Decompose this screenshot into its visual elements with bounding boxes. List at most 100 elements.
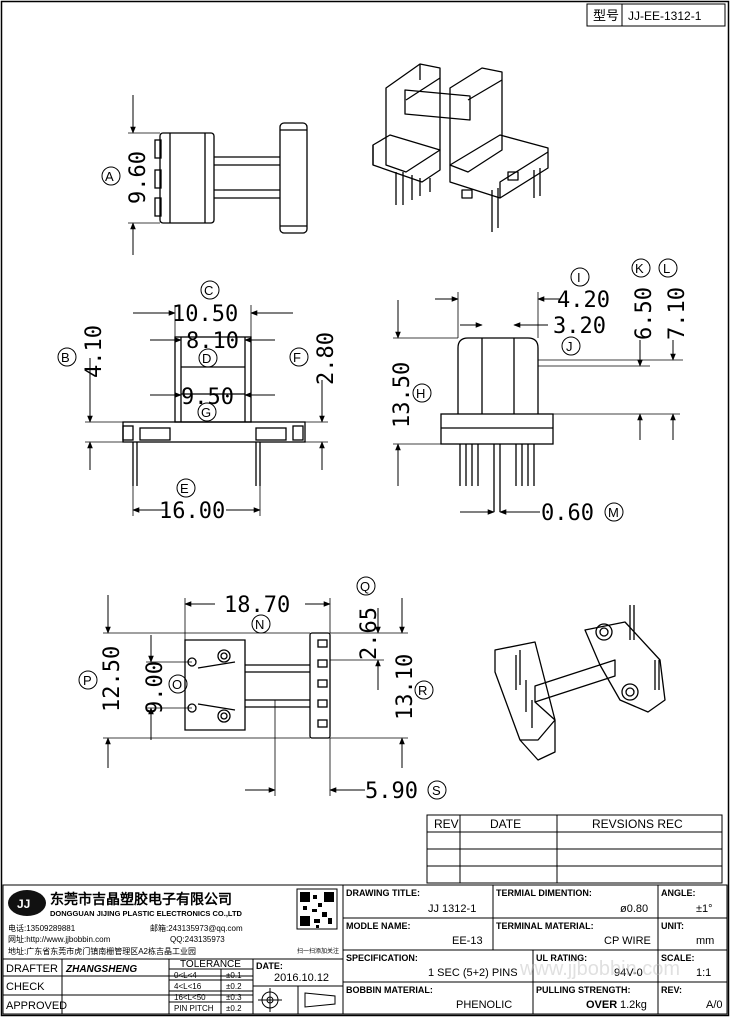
tol-value-2: ±0.3 xyxy=(226,993,242,1002)
dim-j: 3.20 J xyxy=(460,314,606,356)
callout-n: N xyxy=(255,617,264,632)
angle-value: ±1° xyxy=(696,903,713,915)
model-header: 型号 JJ-EE-1312-1 xyxy=(586,3,726,27)
dim-m-value: 0.60 xyxy=(541,501,594,526)
check-label: CHECK xyxy=(6,981,45,993)
company-logo xyxy=(8,890,46,916)
model-value: JJ-EE-1312-1 xyxy=(628,9,702,23)
dim-c: 10.50 C xyxy=(133,280,293,337)
callout-p: P xyxy=(83,673,92,688)
callout-s: S xyxy=(432,783,441,798)
bobbin-value: PHENOLIC xyxy=(456,999,512,1011)
callout-l: L xyxy=(663,261,670,276)
callout-d: D xyxy=(202,351,211,366)
qr-code xyxy=(296,888,338,930)
dim-f-value: 2.80 xyxy=(314,332,339,385)
terminal-mat-label: TERMINAL MATERIAL: xyxy=(496,921,594,931)
view-side-flange xyxy=(154,122,308,234)
date-label: DATE: xyxy=(256,961,283,971)
drawing-title-value: JJ 1312-1 xyxy=(428,903,476,915)
dim-n: 18.70 N xyxy=(184,593,331,640)
tol-value-3: ±0.2 xyxy=(226,1004,242,1013)
dim-o-value: 9.00 xyxy=(143,661,168,714)
projection-symbol xyxy=(258,988,336,1012)
angle-label: ANGLE: xyxy=(661,888,696,898)
company-qq: QQ:243135973 xyxy=(170,935,225,944)
callout-f: F xyxy=(293,350,301,365)
terminal-dim-label: TERMIAL DIMENTION: xyxy=(496,888,592,898)
dim-h: 13.50 H xyxy=(390,300,458,486)
dim-p-value: 12.50 xyxy=(100,646,125,712)
dim-s: 5.90 S xyxy=(245,700,447,804)
ul-value: 94V-0 xyxy=(614,967,643,979)
pull-label: PULLING STRENGTH: xyxy=(536,985,631,995)
dim-q: 2.65 Q xyxy=(330,576,384,690)
company-name-cn: 东莞市吉晶塑胶电子有限公司 xyxy=(50,891,232,907)
tol-range-0: 0<L<4 xyxy=(174,971,197,980)
dim-b: 4.10 B xyxy=(57,325,123,470)
company-address: 地址:广东省东莞市虎门镇南栅管理区A2栋吉晶工业园 xyxy=(8,946,196,956)
tolerance-label: TOLERANCE xyxy=(180,959,241,970)
dim-m: 0.60 M xyxy=(460,501,624,526)
drafter-value: ZHANGSHENG xyxy=(65,964,137,975)
terminal-dim-value: ø0.80 xyxy=(620,903,648,915)
dim-r: 13.10 R xyxy=(330,598,434,768)
dim-n-value: 18.70 xyxy=(224,593,290,618)
callout-j: J xyxy=(566,339,573,354)
dim-q-value: 2.65 xyxy=(357,607,382,660)
callout-o: O xyxy=(172,677,182,692)
title-fields: DRAWING TITLE: JJ 1312-1 TERMIAL DIMENTI… xyxy=(346,888,723,1011)
company-phone: 电话:13509289881 xyxy=(8,923,76,933)
callout-c: C xyxy=(204,283,213,298)
drawing-title-label: DRAWING TITLE: xyxy=(346,888,420,898)
dim-a-value: 9.60 xyxy=(126,151,151,204)
callout-i: I xyxy=(577,270,581,285)
dim-k: 6.50 K xyxy=(538,258,680,440)
scale-value: 1:1 xyxy=(696,967,711,979)
company-block: JJ 东莞市吉晶塑胶电子有限公司 DONGGUAN JIJING PLASTIC… xyxy=(8,888,339,956)
spec-value: 1 SEC (5+2) PINS xyxy=(428,967,518,979)
model-label: 型号 xyxy=(593,8,619,23)
company-email: 邮箱:243135973@qq.com xyxy=(150,923,243,933)
callout-q: Q xyxy=(360,579,370,594)
dim-g-value: 9.50 xyxy=(181,385,234,410)
revision-table: REV DATE REVSIONS REC xyxy=(426,814,723,884)
tol-range-3: PIN PITCH xyxy=(174,1004,214,1013)
model-name-value: EE-13 xyxy=(452,935,483,947)
dim-g: 9.50 G xyxy=(150,385,275,422)
rev-col-header: REV xyxy=(434,817,459,831)
dim-h-value: 13.50 xyxy=(390,362,415,428)
company-web: 网址:http://www.jjbobbin.com xyxy=(8,934,111,944)
date-col-header: DATE xyxy=(490,817,521,831)
dim-d: 8.10 D xyxy=(150,329,275,368)
dim-c-value: 10.50 xyxy=(172,302,238,327)
view-iso-top xyxy=(372,63,549,232)
tol-range-2: 16<L<50 xyxy=(174,993,206,1002)
dim-l: 7.10 L xyxy=(538,258,690,440)
dim-l-value: 7.10 xyxy=(665,287,690,340)
dim-a: 9.60 A xyxy=(101,95,160,255)
callout-a: A xyxy=(105,169,114,184)
terminal-mat-value: CP WIRE xyxy=(604,935,651,947)
rev-value: A/0 xyxy=(706,999,723,1011)
drafter-label: DRAFTER xyxy=(6,963,58,975)
unit-value: mm xyxy=(696,935,714,947)
qr-caption: 扫一扫添加关注 xyxy=(297,947,339,955)
view-bottom xyxy=(184,632,331,739)
view-front xyxy=(122,336,306,486)
callout-h: H xyxy=(416,386,425,401)
dim-i: 4.20 I xyxy=(435,267,610,338)
date-value: 2016.10.12 xyxy=(274,972,329,984)
bobbin-label: BOBBIN MATERIAL: xyxy=(346,985,433,995)
company-logo-text: JJ xyxy=(17,897,30,911)
callout-k: K xyxy=(635,261,644,276)
ul-label: UL RATING: xyxy=(536,953,587,963)
tol-range-1: 4<L<16 xyxy=(174,982,202,991)
dim-f: 2.80 F xyxy=(289,332,339,470)
tol-value-1: ±0.2 xyxy=(226,982,242,991)
dim-s-value: 5.90 xyxy=(365,779,418,804)
scale-label: SCALE: xyxy=(661,953,695,963)
dim-o: 9.00 O xyxy=(143,635,192,740)
